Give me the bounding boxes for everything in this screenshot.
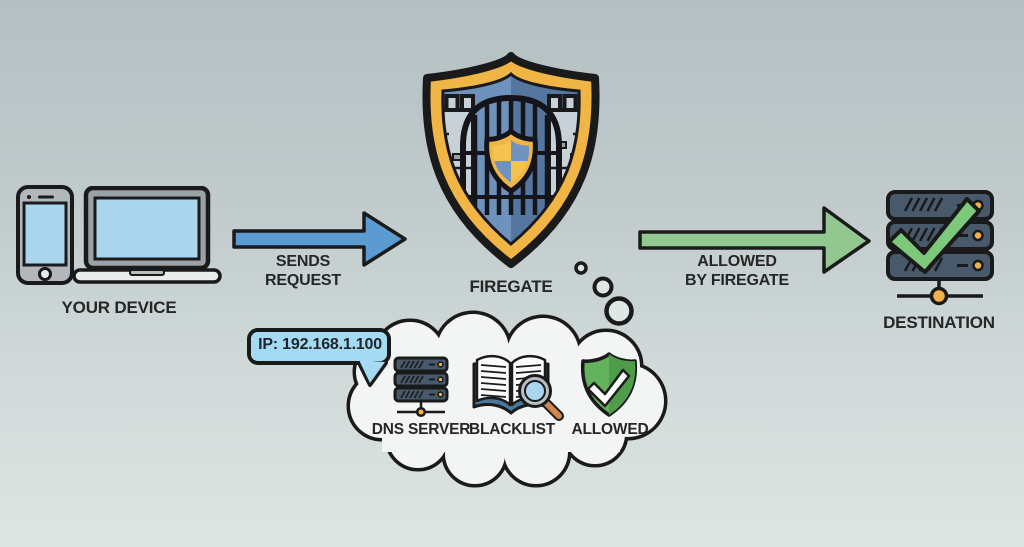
allowed-by-firegate-label: ALLOWED BY FIREGATE — [685, 253, 789, 289]
smartphone-icon — [16, 185, 74, 285]
checkmark-icon — [887, 197, 981, 274]
ip-tooltip-bubble — [247, 328, 391, 387]
thought-bubbles-icon — [574, 261, 634, 326]
network-node — [897, 279, 983, 306]
allowed-arrow — [638, 206, 871, 274]
allowed-label: ALLOWED — [571, 421, 649, 438]
your-device-label: YOUR DEVICE — [61, 298, 177, 317]
firegate-shield-icon — [422, 52, 600, 268]
magnifier-icon — [518, 374, 564, 421]
sends-request-arrow — [232, 211, 407, 267]
sends-request-label: SENDS REQUEST — [265, 253, 341, 289]
firegate-label: FIREGATE — [469, 277, 553, 296]
destination-server-icon — [886, 190, 994, 306]
blacklist-label: BLACKLIST — [468, 421, 556, 438]
blacklist-book-icon — [472, 354, 564, 421]
destination-label: DESTINATION — [883, 313, 995, 332]
dns-server-label: DNS SERVER — [371, 421, 471, 438]
dns-server-icon — [393, 356, 449, 418]
allowed-shield-icon — [580, 352, 638, 417]
mini-shield-icon — [484, 128, 538, 194]
laptop-icon — [72, 186, 222, 284]
ip-address-text: IP: 192.168.1.100 — [258, 336, 382, 353]
